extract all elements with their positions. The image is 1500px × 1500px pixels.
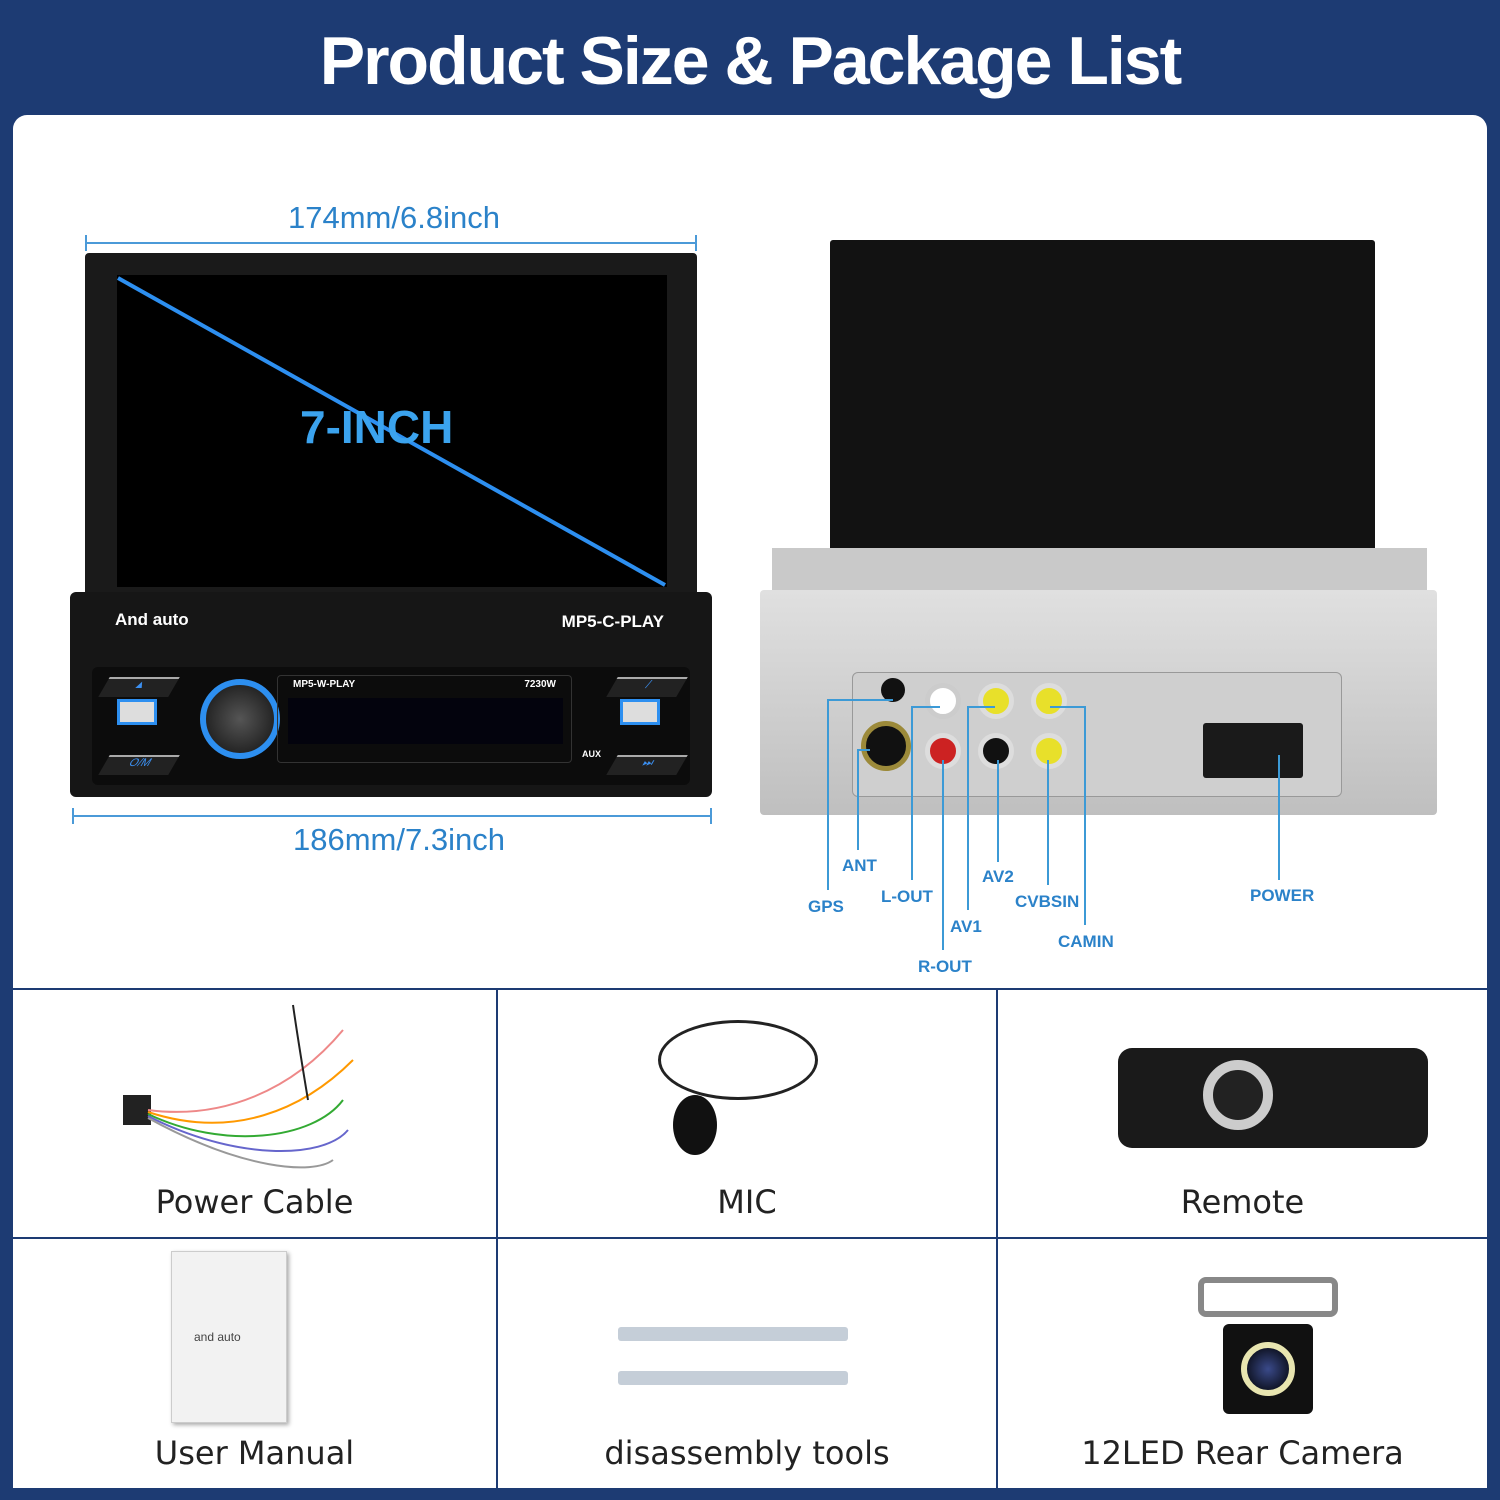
package-label: Remote bbox=[1180, 1183, 1305, 1221]
user-manual-image: and auto bbox=[171, 1251, 287, 1423]
top-width-line bbox=[85, 235, 697, 251]
disassembly-tool bbox=[618, 1327, 848, 1341]
mic-cable-image bbox=[658, 1020, 818, 1100]
package-item-disassembly-tools: disassembly tools bbox=[498, 1237, 998, 1488]
package-item-mic: MIC bbox=[498, 988, 998, 1237]
lcd-screen bbox=[288, 698, 563, 744]
rear-camera-image bbox=[1223, 1324, 1313, 1414]
cvbsin-port bbox=[1031, 733, 1067, 769]
mute-button[interactable]: / bbox=[606, 677, 688, 697]
cvbsin-label: CVBSIN bbox=[1015, 892, 1080, 911]
power-cable-image bbox=[123, 1095, 151, 1125]
remote-control-image bbox=[1118, 1048, 1428, 1148]
radio-faceplate: And auto MP5-C-PLAY ▲ O/M MP5-W-PLAY 723… bbox=[70, 592, 712, 797]
package-item-user-manual: and auto User Manual bbox=[13, 1237, 498, 1488]
control-panel: ▲ O/M MP5-W-PLAY 7230W AUX / ⏭ bbox=[92, 667, 690, 785]
usb-port-left bbox=[117, 699, 157, 725]
chassis-top bbox=[772, 548, 1427, 593]
camera-lens bbox=[1241, 1342, 1295, 1396]
volume-knob[interactable] bbox=[200, 679, 280, 759]
mic-icon bbox=[673, 1095, 717, 1155]
bottom-width-line bbox=[72, 808, 712, 824]
disassembly-tool bbox=[618, 1371, 848, 1385]
eject-button[interactable]: ▲ bbox=[98, 677, 180, 697]
usb-port-right bbox=[620, 699, 660, 725]
package-label: User Manual bbox=[154, 1434, 355, 1472]
top-width-label: 174mm/6.8inch bbox=[288, 200, 500, 235]
aux-label: AUX bbox=[582, 749, 602, 759]
package-label: MIC bbox=[717, 1183, 777, 1221]
av1-port bbox=[978, 683, 1014, 719]
next-button[interactable]: ⏭ bbox=[606, 755, 688, 775]
camera-bracket bbox=[1198, 1277, 1338, 1317]
antenna-port bbox=[861, 721, 911, 771]
r-out-label: R-OUT bbox=[918, 957, 972, 976]
page-title: Product Size & Package List bbox=[319, 23, 1183, 99]
model-label: MP5-C-PLAY bbox=[561, 612, 664, 631]
remote-dial bbox=[1203, 1060, 1273, 1130]
package-item-rear-camera: 12LED Rear Camera bbox=[998, 1237, 1487, 1488]
av1-label: AV1 bbox=[950, 917, 982, 936]
r-out-port bbox=[925, 733, 961, 769]
gps-label: GPS bbox=[808, 897, 844, 916]
package-item-remote: Remote bbox=[998, 988, 1487, 1237]
brand-logo: And auto bbox=[115, 610, 189, 629]
om-button[interactable]: O/M bbox=[98, 755, 180, 775]
open-screen-back bbox=[830, 240, 1375, 555]
av2-label: AV2 bbox=[982, 867, 1014, 886]
camin-label: CAMIN bbox=[1058, 932, 1114, 951]
screen-size-label: 7-INCH bbox=[300, 401, 454, 453]
package-label: 12LED Rear Camera bbox=[1081, 1434, 1404, 1472]
rear-chassis bbox=[760, 590, 1437, 815]
l-out-port bbox=[925, 683, 961, 719]
port-panel bbox=[852, 672, 1342, 797]
lcd-power: 7230W bbox=[524, 679, 556, 690]
gps-port bbox=[881, 678, 905, 702]
manual-brand: and auto bbox=[194, 1330, 241, 1344]
power-connector bbox=[1203, 723, 1303, 778]
power-label: POWER bbox=[1250, 886, 1315, 905]
bottom-width-label: 186mm/7.3inch bbox=[293, 822, 505, 857]
lcd-display: MP5-W-PLAY 7230W bbox=[277, 675, 572, 763]
package-label: disassembly tools bbox=[604, 1434, 890, 1472]
l-out-label: L-OUT bbox=[881, 887, 933, 906]
av2-port bbox=[978, 733, 1014, 769]
wire-bundle-icon bbox=[147, 1004, 354, 1169]
camin-port bbox=[1031, 683, 1067, 719]
ant-label: ANT bbox=[842, 856, 877, 875]
package-label: Power Cable bbox=[155, 1183, 354, 1221]
package-list: Power Cable MIC Remote and auto User Man… bbox=[13, 988, 1487, 1488]
package-item-power-cable: Power Cable bbox=[13, 988, 498, 1237]
lcd-model: MP5-W-PLAY bbox=[293, 679, 356, 690]
